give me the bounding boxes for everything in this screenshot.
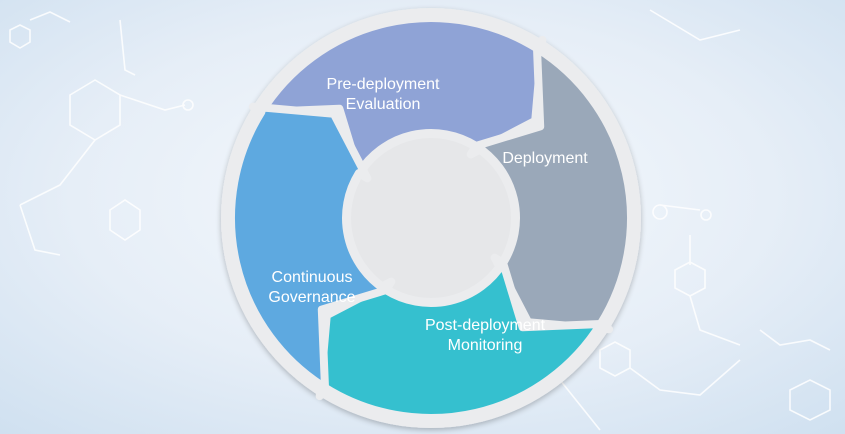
post-deployment-label-line: Monitoring xyxy=(448,337,523,354)
background-network xyxy=(9,9,831,431)
post-deployment-label-line: Post-deployment xyxy=(425,317,546,334)
center-hub xyxy=(351,138,511,298)
continuous-governance-label-line: Continuous xyxy=(272,269,353,286)
post-deployment-arrow xyxy=(315,259,605,422)
pre-deployment-arrow xyxy=(257,14,547,177)
pre-deployment-label-line: Pre-deployment xyxy=(327,76,441,93)
deployment-label-line: Deployment xyxy=(502,150,588,167)
deployment-arrow xyxy=(472,44,635,334)
pre-deployment-label-line: Evaluation xyxy=(346,96,421,113)
continuous-governance-arrow xyxy=(227,102,390,392)
deployment-label: Deployment xyxy=(502,150,588,167)
continuous-governance-label-line: Governance xyxy=(268,289,355,306)
